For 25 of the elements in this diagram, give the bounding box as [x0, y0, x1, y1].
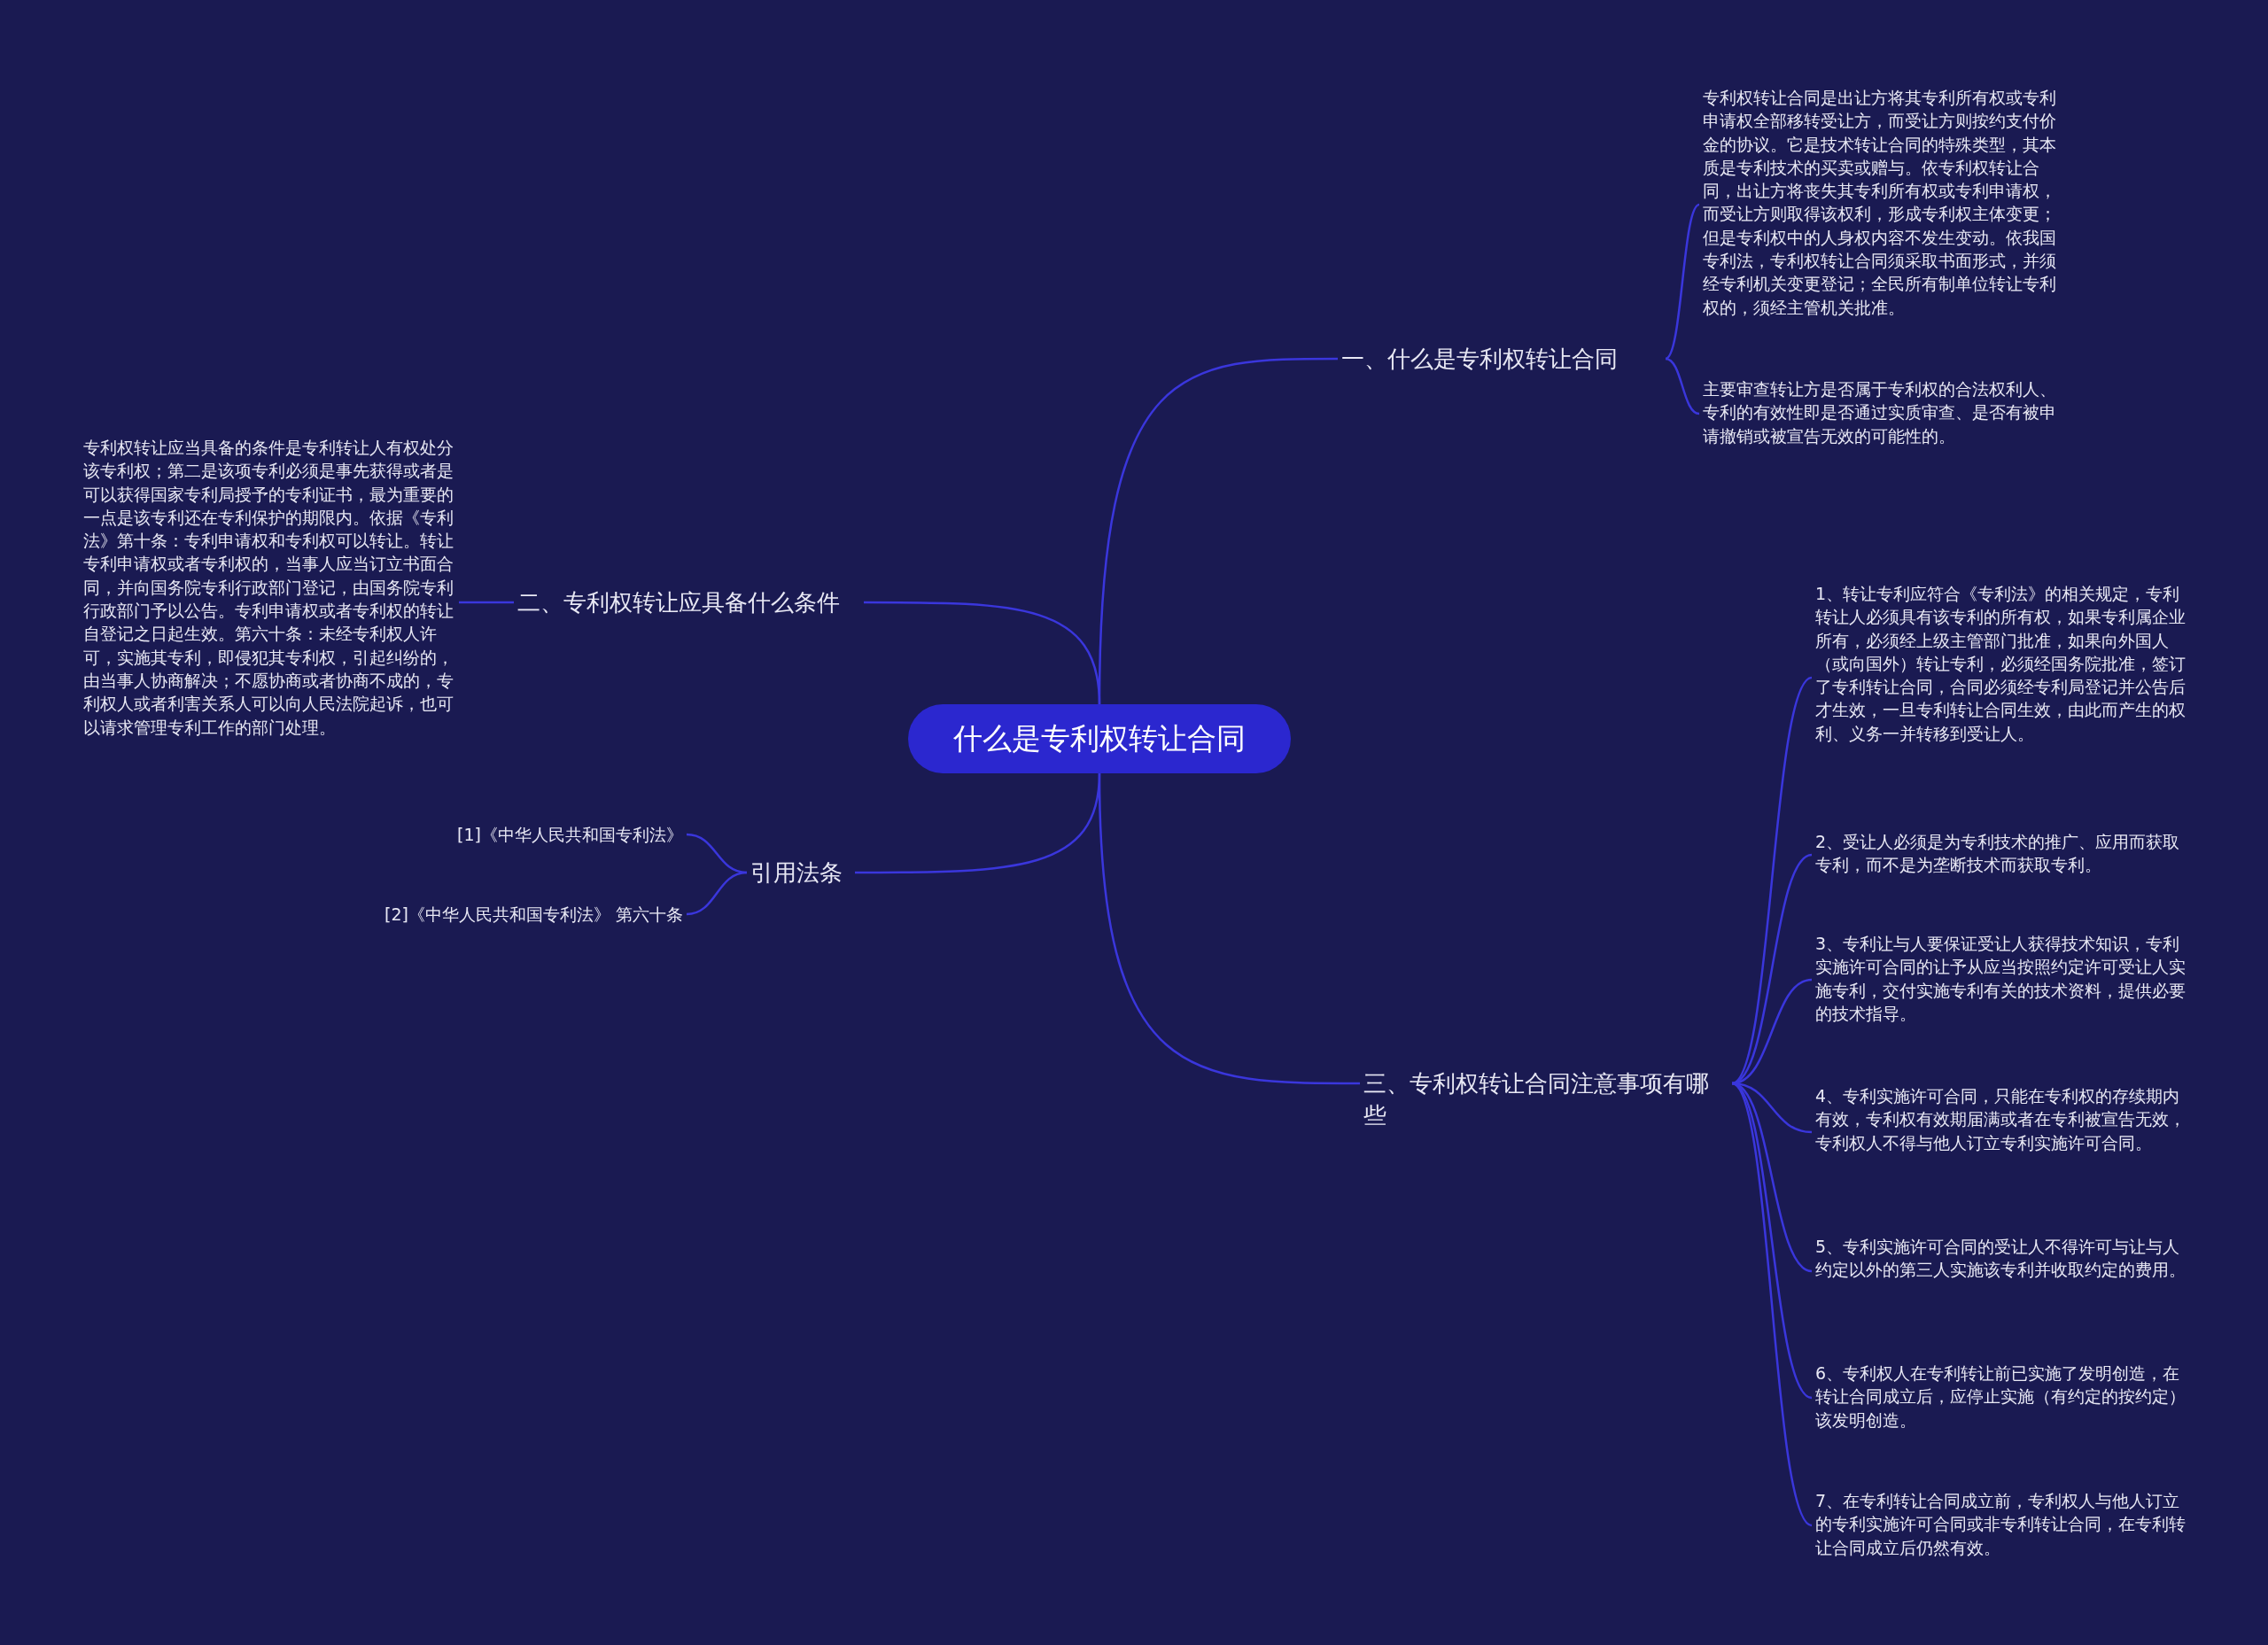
reference-note: [2]《中华人民共和国专利法》 第六十条	[346, 899, 687, 929]
branch-connector	[1665, 204, 1700, 360]
branch-connector	[459, 601, 514, 604]
branch-topic: 一、什么是专利权转让合同	[1338, 338, 1666, 379]
branch-topic: 三、专利权转让合同注意事项有哪些	[1360, 1063, 1732, 1139]
branch-topic: 引用法条	[747, 852, 855, 893]
leaf-note: 2、受让人必须是为专利技术的推广、应用而获取专利，而不是为垄断技术而获取专利。	[1812, 828, 2193, 881]
leaf-note: 6、专利权人在专利转让前已实施了发明创造，在转让合同成立后，应停止实施（有约定的按约定）该发明创造。	[1812, 1360, 2193, 1436]
branch-topic: 二、专利权转让应具备什么条件	[514, 582, 864, 623]
branch-connector	[864, 601, 1101, 705]
leaf-note: 1、转让专利应符合《专利法》的相关规定，专利转让人必须具有该专利的所有权，如果专利属企业所有，必须经上级主管部门批准，如果向外国人（或向国外）转让专利，必须经国务院批准，签订了专利转让合同，合同必须经专利局登记并公告后才生效，一旦专利转让合同生效，由此而产生的权利、义务一并转移到受让人。	[1812, 580, 2193, 775]
leaf-note: 主要审查转让方是否属于专利权的合法权利人、专利的有效性即是否通过实质审查、是否有被申请撤销或被宣告无效的可能性的。	[1699, 376, 2076, 452]
leaf-note: 3、专利让与人要保证受让人获得技术知识，专利实施许可合同的让予从应当按照约定许可受让人实施专利，交付实施专利有关的技术资料，提供必要的技术指导。	[1812, 930, 2193, 1029]
branch-connector	[1098, 772, 1360, 1085]
branch-connector	[1665, 357, 1700, 415]
branch-connector	[686, 871, 748, 916]
topic-pill: 什么是专利权转让合同	[908, 704, 1291, 773]
leaf-note: 专利权转让应当具备的条件是专利转让人有权处分该专利权；第二是该项专利必须是事先获得或者是可以获得国家专利局授予的专利证书，最为重要的一点是该专利还在专利保护的期限内。依据《专利法》第十条：专利申请权和专利权可以转让。转让专利申请权或者专利权的，当事人应当订立书面合同，并向国务院专利行政部门登记，由国务院专利行政部门予以公告。专利申请权或者专利权的转让自登记之日起生效。第六十条：未经专利权人许可，实施其专利，即侵犯其专利权，引起纠纷的，由当事人协商解决；不愿协商或者协商不成的，专利权人或者利害关系人可以向人民法院起诉，也可以请求管理专利工作的部门处理。	[80, 434, 459, 771]
branch-connector	[1731, 1082, 1813, 1526]
leaf-note: 5、专利实施许可合同的受让人不得许可与让与人约定以外的第三人实施该专利并收取约定的费用。	[1812, 1233, 2193, 1309]
leaf-note: 4、专利实施许可合同，只能在专利权的存续期内有效，专利权有效期届满或者在专利被宣告无效，专利权人不得与他人订立专利实施许可合同。	[1812, 1082, 2193, 1182]
leaf-note: 专利权转让合同是出让方将其专利所有权或专利申请权全部移转受让方，而受让方则按约支付价金的协议。它是技术转让合同的特殊类型，其本质是专利技术的买卖或赠与。依专利权转让合同，出让方将丧失其专利所有权或专利申请权，而受让方则取得该权利，形成专利权主体变更；但是专利权中的人身权内容不发生变动。依我国专利法，专利权转让合同须采取书面形式，并须经专利机关变更登记；全民所有制单位转让专利权的，须经主管机关批准。	[1699, 84, 2076, 325]
branch-connector	[1731, 853, 1813, 1085]
reference-note: [1]《中华人民共和国专利法》	[416, 819, 687, 850]
leaf-note: 7、在专利转让合同成立前，专利权人与他人订立的专利实施许可合同或非专利转让合同，在专利转让合同成立后仍然有效。	[1812, 1487, 2193, 1564]
